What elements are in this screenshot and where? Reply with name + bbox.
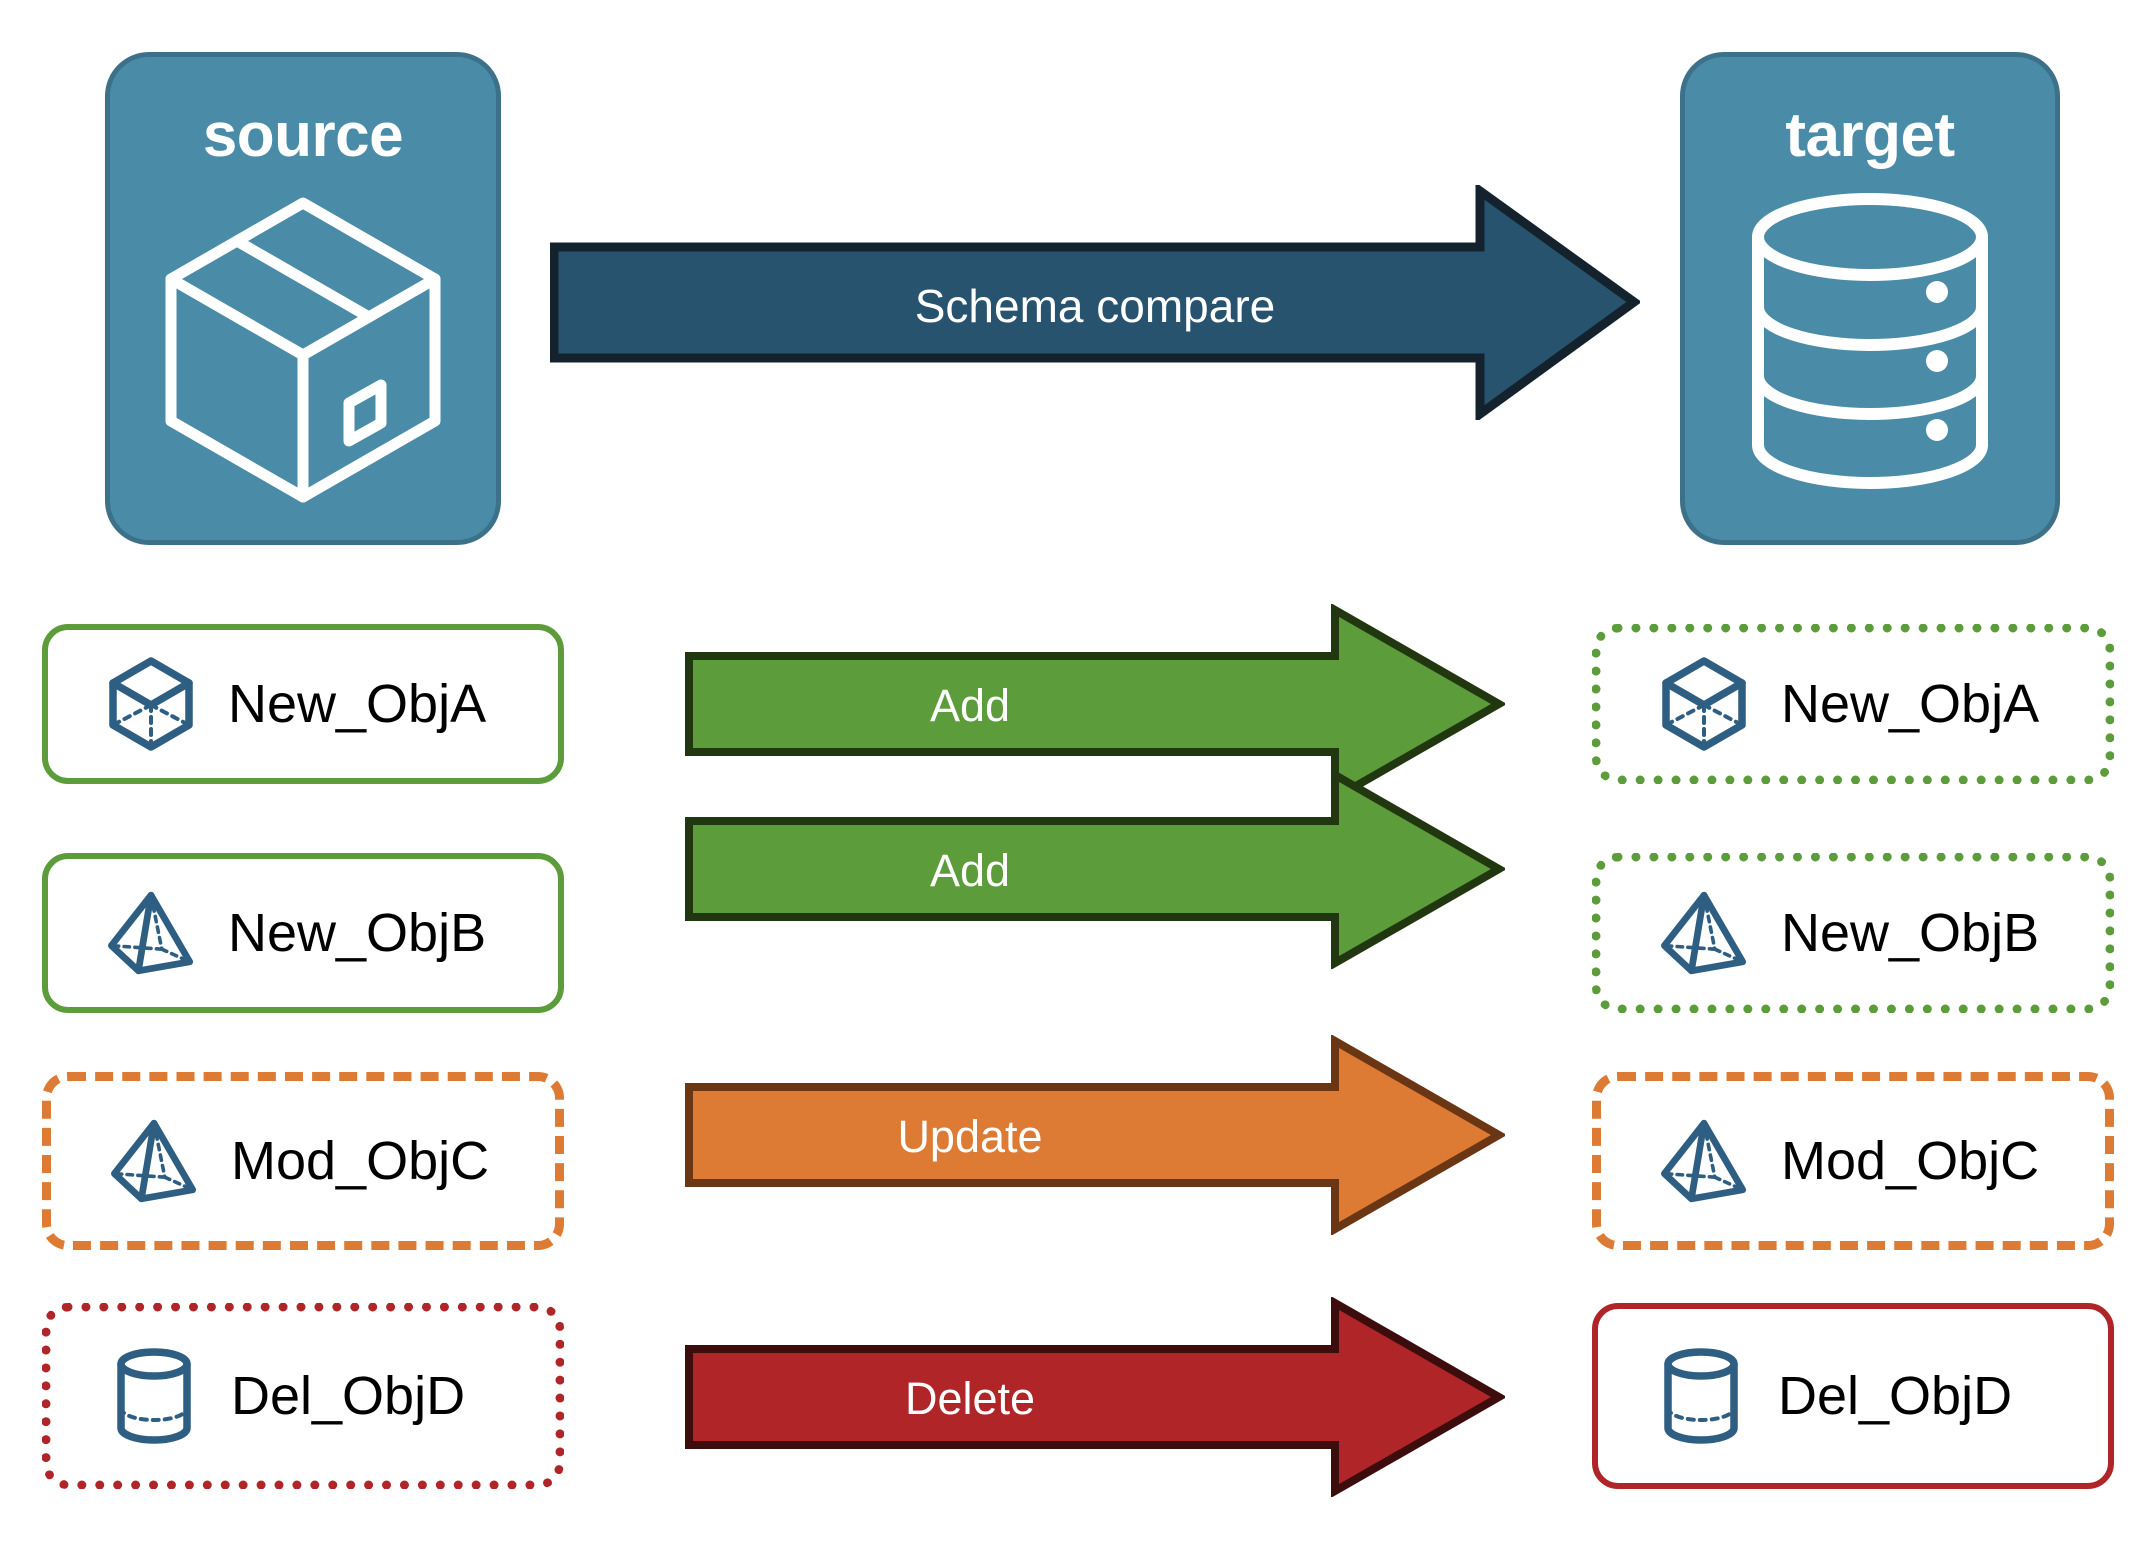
source-object-box-2[interactable]: Mod_ObjC: [42, 1072, 564, 1250]
source-panel-title: source: [202, 101, 404, 170]
target-object-box-0[interactable]: New_ObjA: [1592, 624, 2114, 784]
target-object-label-0: New_ObjA: [1781, 674, 2040, 734]
action-arrow-2: Update: [685, 1034, 1508, 1236]
source-object-label-0: New_ObjA: [228, 674, 487, 734]
wireframe-pyramid-icon: [109, 1113, 199, 1209]
source-object-label-3: Del_ObjD: [231, 1366, 466, 1426]
target-object-label-3: Del_ObjD: [1778, 1366, 2013, 1426]
target-object-box-2[interactable]: Mod_ObjC: [1592, 1072, 2114, 1250]
source-object-box-3[interactable]: Del_ObjD: [42, 1303, 564, 1489]
wireframe-cylinder-icon: [109, 1346, 199, 1446]
wireframe-pyramid-icon: [1659, 1113, 1749, 1209]
database-cylinder-icon: [1735, 181, 2005, 524]
target-panel-title: target: [1785, 101, 1955, 170]
target-object-box-3[interactable]: Del_ObjD: [1592, 1303, 2114, 1489]
source-object-box-1[interactable]: New_ObjB: [42, 853, 564, 1013]
wireframe-pyramid-icon: [1659, 885, 1749, 981]
target-object-box-1[interactable]: New_ObjB: [1592, 853, 2114, 1013]
source-panel: source: [105, 52, 501, 545]
target-object-label-2: Mod_ObjC: [1781, 1131, 2040, 1191]
wireframe-cube-icon: [1659, 655, 1749, 753]
action-arrow-1: Add: [685, 768, 1508, 970]
source-object-box-0[interactable]: New_ObjA: [42, 624, 564, 784]
source-object-label-2: Mod_ObjC: [231, 1131, 490, 1191]
source-object-label-1: New_ObjB: [228, 903, 487, 963]
action-arrow-3: Delete: [685, 1296, 1508, 1498]
package-box-icon: [153, 181, 453, 516]
target-object-label-1: New_ObjB: [1781, 903, 2040, 963]
target-panel: target: [1680, 52, 2060, 545]
wireframe-cube-icon: [106, 655, 196, 753]
wireframe-cylinder-icon: [1656, 1346, 1746, 1446]
schema-compare-arrow: Schema compare: [549, 182, 1642, 423]
wireframe-pyramid-icon: [106, 885, 196, 981]
